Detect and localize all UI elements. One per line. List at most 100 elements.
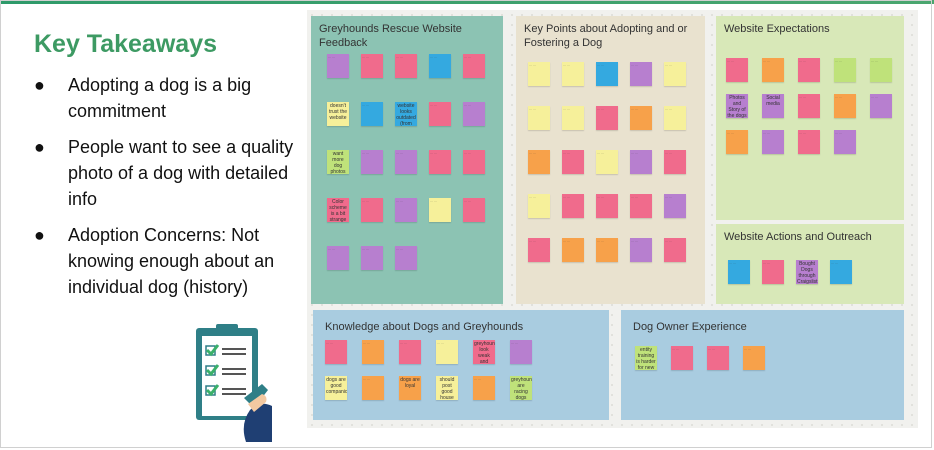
sticky-note: … … (707, 346, 729, 370)
frame-website-feedback: Greyhounds Rescue Website Feedback … … … … (311, 16, 503, 304)
sticky-note: … … (463, 150, 485, 174)
frame-actions-outreach: Website Actions and Outreach … … … … Bough… (716, 224, 904, 304)
bullet-icon: ● (34, 137, 45, 157)
sticky-note: … … (528, 194, 550, 218)
takeaway-item: ● Adoption Concerns: Not knowing enough a… (34, 222, 306, 300)
sticky-note: … … (395, 198, 417, 222)
sticky-note: … … (528, 62, 550, 86)
sticky-note: greyhounds look weak and needs (473, 340, 495, 364)
sticky-note: … … (325, 340, 347, 364)
sticky-note: … … (762, 58, 784, 82)
whiteboard: Greyhounds Rescue Website Feedback … … … … (307, 10, 918, 428)
sticky-note: … … (762, 130, 784, 154)
sticky-note: … … (562, 194, 584, 218)
sticky-note: … … (361, 246, 383, 270)
sticky-note: … … (596, 62, 618, 86)
sticky-note: dogs are loyal (399, 376, 421, 400)
sticky-note: … … (630, 194, 652, 218)
sticky-note: … … (562, 238, 584, 262)
top-accent-bar (0, 0, 934, 4)
takeaway-text: Adoption Concerns: Not knowing enough ab… (68, 225, 275, 297)
frame-title: Dog Owner Experience (633, 321, 747, 333)
frame-dog-knowledge: Knowledge about Dogs and Greyhounds … … …… (313, 310, 609, 420)
sticky-note: … … (664, 106, 686, 130)
frame-title: Key Points about Adopting and or Fosteri… (524, 23, 688, 49)
sticky-note: … … (630, 238, 652, 262)
bullet-icon: ● (34, 75, 45, 95)
sticky-note: Color scheme is a bit strange (327, 198, 349, 222)
sticky-note: … … (361, 54, 383, 78)
sticky-note: … … (362, 340, 384, 364)
frame-title: Knowledge about Dogs and Greyhounds (325, 321, 524, 333)
clipboard-checklist-icon (192, 320, 282, 449)
sticky-note: greyhounds are racing dogs (510, 376, 532, 400)
sticky-note: … … (834, 94, 856, 118)
frame-title: Website Actions and Outreach (724, 231, 872, 243)
sticky-note: Bought Dogs through Craigslist (796, 260, 818, 284)
sticky-note: … … (743, 346, 765, 370)
frame-title: Website Expectations (724, 23, 830, 35)
sticky-note: … … (762, 260, 784, 284)
takeaway-list: ● Adopting a dog is a big commitment ● Peo… (34, 72, 306, 310)
sticky-note: … … (728, 260, 750, 284)
sticky-note: … … (596, 238, 618, 262)
sticky-note: … … (630, 106, 652, 130)
sticky-note: … … (362, 376, 384, 400)
sticky-note: … … (870, 58, 892, 82)
sticky-note: doesn't trust the website (327, 102, 349, 126)
sticky-note: … … (463, 198, 485, 222)
sticky-note: … … (664, 238, 686, 262)
sticky-note: Photos and Story of the dogs (726, 94, 748, 118)
sticky-note: want more dog photos (327, 150, 349, 174)
slide-title: Key Takeaways (34, 30, 217, 58)
sticky-note: Social media (762, 94, 784, 118)
sticky-note: … … (361, 102, 383, 126)
sticky-note: … … (798, 58, 820, 82)
sticky-note: … … (436, 340, 458, 364)
sticky-note: … … (664, 150, 686, 174)
sticky-note: … … (429, 54, 451, 78)
bullet-icon: ● (34, 225, 45, 245)
sticky-note: … … (726, 130, 748, 154)
sticky-note: … … (463, 102, 485, 126)
sticky-note: … … (510, 340, 532, 364)
sticky-note: … … (429, 150, 451, 174)
sticky-note: website looks outdated (from 1990s (395, 102, 417, 126)
sticky-note: … … (562, 106, 584, 130)
sticky-note: … … (361, 150, 383, 174)
sticky-note: … … (834, 130, 856, 154)
sticky-note: … … (870, 94, 892, 118)
sticky-note: … … (630, 150, 652, 174)
sticky-note: … … (596, 150, 618, 174)
frame-dog-owner-experience: Dog Owner Experience entity training is … (621, 310, 904, 420)
takeaway-text: People want to see a quality photo of a … (68, 137, 294, 209)
frame-website-expectations: Website Expectations … … … … … … … … … … Phot… (716, 16, 904, 220)
sticky-note: … … (528, 238, 550, 262)
sticky-note: … … (399, 340, 421, 364)
sticky-note: … … (596, 106, 618, 130)
takeaway-text: Adopting a dog is a big commitment (68, 75, 252, 121)
sticky-note: … … (395, 246, 417, 270)
sticky-note: should post good house dogs (436, 376, 458, 400)
sticky-note: … … (429, 198, 451, 222)
sticky-note: … … (327, 54, 349, 78)
sticky-note: … … (395, 54, 417, 78)
frame-title: Greyhounds Rescue Website Feedback (319, 23, 462, 49)
frame-key-points: Key Points about Adopting and or Fosteri… (516, 16, 705, 304)
sticky-note: … … (830, 260, 852, 284)
sticky-note: … … (664, 62, 686, 86)
sticky-note: … … (473, 376, 495, 400)
sticky-note: … … (630, 62, 652, 86)
takeaway-item: ● People want to see a quality photo of a… (34, 134, 306, 212)
sticky-note: … … (327, 246, 349, 270)
sticky-note: … … (562, 150, 584, 174)
sticky-note: … … (834, 58, 856, 82)
sticky-note: entity training is harder for new dogs (635, 346, 657, 370)
sticky-note: … … (528, 150, 550, 174)
sticky-note: … … (664, 194, 686, 218)
sticky-note: … … (429, 102, 451, 126)
sticky-note: dogs are good companions (325, 376, 347, 400)
sticky-note: … … (726, 58, 748, 82)
sticky-note: … … (361, 198, 383, 222)
